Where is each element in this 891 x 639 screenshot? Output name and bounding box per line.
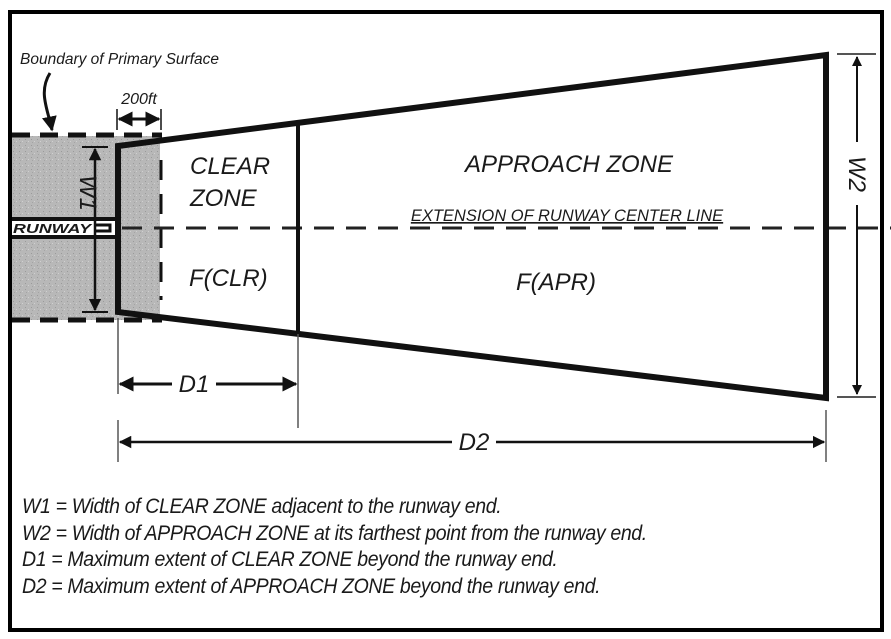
legend-item-d2: D2 = Maximum extent of APPROACH ZONE bey…	[22, 574, 601, 598]
clear-zone-title-line1: CLEAR	[190, 153, 270, 180]
boundary-label: Boundary of Primary Surface	[20, 51, 219, 68]
legend-list: W1 = Width of CLEAR ZONE adjacent to the…	[22, 494, 647, 600]
w1-label: W1	[74, 175, 101, 211]
legend-item-d1: D1 = Maximum extent of CLEAR ZONE beyond…	[22, 548, 558, 571]
legend-item-w2: W2 = Width of APPROACH ZONE at its farth…	[22, 521, 647, 545]
legend-item-w1: W1 = Width of CLEAR ZONE adjacent to the…	[22, 495, 502, 518]
boundary-pointer-arrow	[41, 72, 57, 132]
zone-outline	[115, 51, 829, 402]
approach-zone-title: APPROACH ZONE	[463, 151, 674, 178]
runway-label: RUNWAY	[13, 221, 93, 236]
clear-zone-function: F(CLR)	[189, 265, 268, 292]
approach-zone-function: F(APR)	[516, 269, 596, 296]
offset-label: 200ft	[120, 91, 157, 108]
clear-zone-title-line2: ZONE	[189, 185, 258, 212]
d2-label: D2	[459, 429, 490, 456]
d1-label: D1	[179, 371, 210, 398]
w2-label: W2	[843, 156, 870, 192]
centerline-label: EXTENSION OF RUNWAY CENTER LINE	[411, 207, 724, 225]
runway-end-marker-icon	[96, 223, 112, 233]
